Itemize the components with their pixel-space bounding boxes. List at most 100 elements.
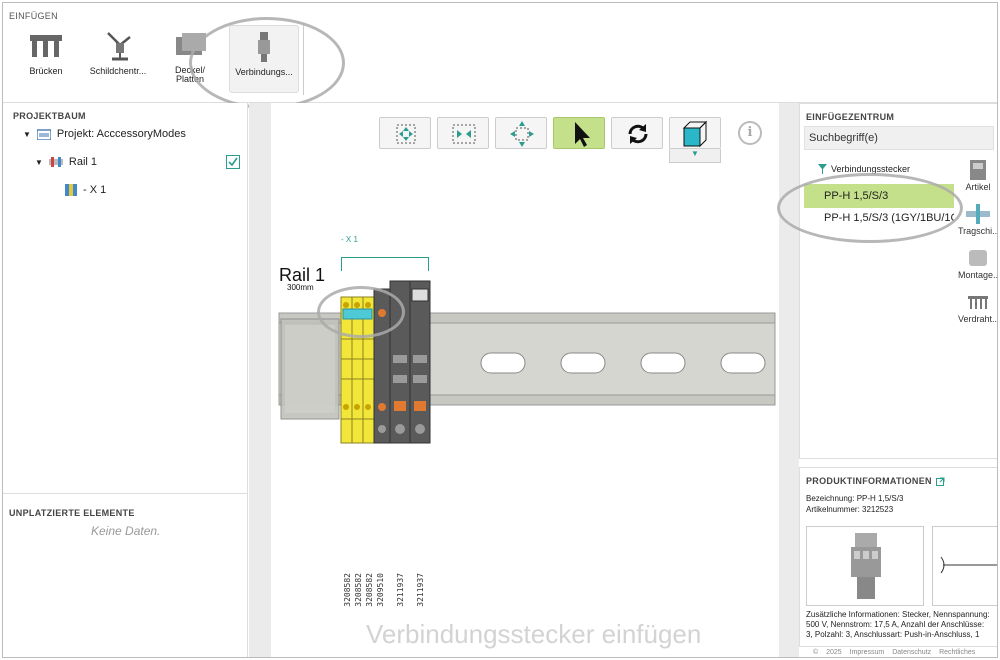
connector-icon: [258, 32, 270, 62]
caret-down-icon[interactable]: ▼: [23, 129, 31, 139]
tree-item-rail[interactable]: ▼ Rail 1: [35, 156, 97, 168]
rail-category-icon: [966, 204, 990, 224]
footer-link-legal[interactable]: Rechtliches: [939, 649, 976, 656]
article-icon: [970, 160, 986, 180]
result-item-2[interactable]: PP-H 1,5/S/3 (1GY/1BU/1G: [824, 212, 954, 224]
part-number-label: 3211937: [416, 573, 425, 607]
fit-width-icon: [452, 124, 476, 144]
footer-link-imprint[interactable]: Impressum: [849, 649, 885, 656]
rail-label: Rail 1: [68, 156, 98, 168]
tool-connectors[interactable]: Verbindungs...: [229, 25, 299, 93]
category-wiring[interactable]: Verdraht...: [958, 292, 998, 324]
category-rails[interactable]: Tragschi...: [958, 204, 997, 236]
left-gutter: [249, 103, 271, 657]
info-icon[interactable]: i: [738, 121, 762, 145]
refresh-button[interactable]: [611, 117, 663, 149]
insert-center-panel: EINFÜGEZENTRUM Suchbegriff(e) Verbindung…: [799, 103, 998, 459]
part-number-label: 3211937: [396, 573, 405, 607]
part-number-label: 3208582: [343, 573, 352, 607]
category-mounting-label: Montage...: [958, 270, 998, 280]
search-input[interactable]: Suchbegriff(e): [804, 126, 994, 150]
part-number-label: 3208582: [365, 573, 374, 607]
product-designation: Bezeichnung: PP-H 1,5/S/3: [806, 494, 904, 503]
right-panel: EINFÜGEZENTRUM Suchbegriff(e) Verbindung…: [799, 103, 998, 657]
fit-all-button[interactable]: [379, 117, 431, 149]
product-image-main[interactable]: [806, 526, 924, 606]
connector-product-image: [851, 533, 881, 599]
category-articles-label: Artikel: [965, 182, 991, 192]
product-info-title-row: PRODUKTINFORMATIONEN: [806, 476, 945, 486]
toolbar-separator: [303, 25, 304, 95]
tool-bridges-label: Brücken: [29, 66, 63, 76]
fit-all-icon: [396, 124, 416, 144]
rail-canvas[interactable]: ▼ i Rail 1 300mm - X 1: [271, 103, 779, 657]
terminal-strip-icon: [65, 184, 77, 196]
tool-marker-carrier-label: Schildchentr...: [89, 66, 147, 76]
product-extra-line3: 3, Polzahl: 3, Anschlussart: Push-in-Ans…: [806, 630, 980, 639]
mounting-icon: [969, 250, 987, 266]
unplaced-empty-text: Keine Daten.: [91, 524, 161, 538]
bridge-icon: [30, 35, 62, 57]
3d-view-dropdown[interactable]: ▼: [669, 149, 721, 163]
tree-item-terminal-strip[interactable]: - X 1: [65, 184, 106, 196]
terminal-group-bracket: [341, 257, 429, 271]
wiring-icon: [968, 296, 988, 309]
checkmark-icon: [228, 157, 238, 167]
rail-visibility-checkbox[interactable]: [226, 155, 240, 169]
cover-plate-icon: [176, 33, 206, 55]
insert-toolbar: EINFÜGEN Brücken Schildchentr...: [3, 3, 997, 103]
category-articles[interactable]: Artikel: [958, 160, 997, 192]
tool-cover-plates[interactable]: Deckel/ Platten: [155, 25, 225, 93]
terminal-strip-label: - X 1: [83, 184, 107, 196]
footer-copyright: © 2025: [813, 649, 842, 656]
caret-down-icon[interactable]: ▼: [35, 157, 43, 167]
category-wiring-label: Verdraht...: [958, 314, 998, 324]
product-extra-line1: Zusätzliche Informationen: Stecker, Nenn…: [806, 610, 990, 619]
tree-item-project[interactable]: ▼ Projekt: AcccessoryModes: [23, 128, 186, 140]
product-extra-line2: 500 V, Nennstrom: 17,5 A, Anzahl der Ans…: [806, 620, 985, 629]
canvas-watermark: Verbindungsstecker einfügen: [366, 619, 702, 649]
insert-center-title: EINFÜGEZENTRUM: [806, 112, 895, 122]
unplaced-title: UNPLATZIERTE ELEMENTE: [9, 508, 135, 518]
select-pointer-button[interactable]: [553, 117, 605, 149]
result-item-1[interactable]: PP-H 1,5/S/3: [804, 184, 954, 208]
tool-cover-plates-label: Deckel/ Platten: [174, 65, 205, 84]
footer: © 2025 Impressum Datenschutz Rechtliches: [813, 649, 975, 656]
part-number-label: 3209510: [376, 573, 385, 607]
fit-center-button[interactable]: [495, 117, 547, 149]
3d-view-button[interactable]: [669, 117, 721, 149]
filter-chip[interactable]: Verbindungsstecker: [818, 164, 910, 174]
rail-icon: [48, 157, 63, 167]
rail-title: Rail 1: [279, 265, 326, 285]
dimension-drawing-image: [940, 556, 997, 574]
footer-link-privacy[interactable]: Datenschutz: [892, 649, 932, 656]
filter-label: Verbindungsstecker: [831, 164, 911, 174]
marker-carrier-icon: [107, 32, 131, 61]
fit-width-button[interactable]: [437, 117, 489, 149]
tool-marker-carrier[interactable]: Schildchentr...: [83, 25, 153, 93]
right-gutter: [779, 103, 799, 657]
product-info-panel: PRODUKTINFORMATIONEN Bezeichnung: PP-H 1…: [799, 467, 997, 647]
toolbar-title: EINFÜGEN: [9, 11, 58, 21]
pointer-icon: [575, 122, 590, 147]
rail-length: 300mm: [287, 283, 314, 292]
tool-connectors-label: Verbindungs...: [235, 67, 293, 77]
product-info-title: PRODUKTINFORMATIONEN: [806, 476, 932, 486]
product-image-drawing[interactable]: [932, 526, 997, 606]
chevron-down-icon: ▼: [691, 149, 699, 158]
category-mounting[interactable]: Montage...: [958, 248, 998, 280]
terminal-group-label: - X 1: [341, 235, 358, 244]
din-rail-drawing[interactable]: [271, 279, 779, 449]
tool-bridges[interactable]: Brücken: [11, 25, 81, 93]
left-panel: PROJEKTBAUM ▼ Projekt: AcccessoryModes ▼…: [3, 103, 248, 657]
project-label: Projekt: AcccessoryModes: [56, 128, 186, 140]
fit-center-icon: [510, 121, 534, 147]
unplaced-elements-panel: UNPLATZIERTE ELEMENTE Keine Daten.: [3, 493, 248, 657]
part-number-label: 3208582: [354, 573, 363, 607]
project-tree-title: PROJEKTBAUM: [13, 111, 86, 121]
refresh-icon: [628, 124, 648, 144]
product-article-number: Artikelnummer: 3212523: [806, 505, 894, 514]
external-link-icon[interactable]: [935, 477, 945, 486]
cube-icon: [682, 120, 708, 148]
